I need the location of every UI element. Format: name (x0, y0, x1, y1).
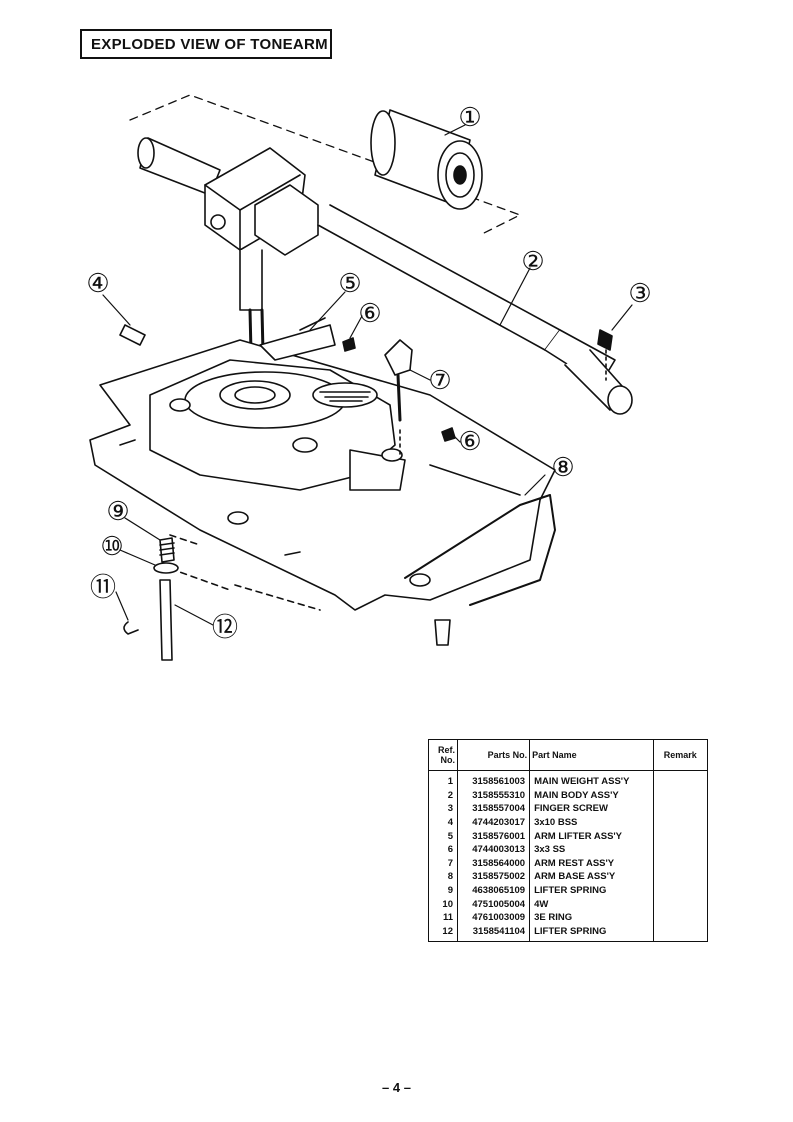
page-number: – 4 – (382, 1080, 411, 1095)
ref-cell: 2 (428, 788, 458, 803)
lifter-pin-part (159, 579, 173, 661)
callout-11: ⑪ (90, 572, 116, 602)
screw-4 (119, 324, 146, 346)
ref-cell: 1 (428, 770, 458, 789)
remark-cell (652, 770, 709, 789)
ref-cell: 11 (428, 910, 458, 925)
remark-cell (652, 910, 709, 925)
page-title: EXPLODED VIEW OF TONEARM (80, 29, 332, 59)
remark-cell (652, 870, 709, 884)
part-name-cell: FINGER SCREW (529, 802, 654, 816)
washer-part (153, 562, 179, 574)
remark-cell (652, 788, 709, 803)
callout-9: ⑨ (106, 496, 129, 526)
arm-axis-dashed-line (129, 94, 521, 236)
callout-6b: ⑥ (458, 426, 481, 456)
parts-no-cell: 4751005004 (456, 897, 531, 911)
part-name-cell: ARM LIFTER ASS'Y (529, 829, 654, 843)
part-name-cell: LIFTER SPRING (529, 883, 654, 898)
remark-cell (652, 897, 709, 911)
arm-lifter-part (259, 324, 336, 361)
remark-cell (652, 842, 709, 857)
header-part-name: Part Name (529, 739, 654, 771)
remark-cell (652, 924, 709, 943)
ref-cell: 5 (428, 829, 458, 843)
part-name-cell: 4W (529, 897, 654, 911)
screw-6-lower (441, 427, 456, 442)
callout-7: ⑦ (428, 365, 451, 395)
e-ring-part (123, 621, 139, 635)
part-name-cell: ARM BASE ASS'Y (529, 870, 654, 884)
parts-no-cell: 3158564000 (456, 856, 531, 871)
parts-no-cell: 3158575002 (456, 870, 531, 884)
lifter-spring-part (159, 537, 175, 563)
part-name-cell: LIFTER SPRING (529, 924, 654, 943)
remark-cell (652, 856, 709, 871)
parts-no-cell: 3158555310 (456, 788, 531, 803)
arm-rest-part (384, 339, 413, 456)
callout-10: ⑩ (100, 531, 123, 561)
part-name-cell: MAIN BODY ASS'Y (529, 788, 654, 803)
parts-no-cell: 3158557004 (456, 802, 531, 816)
lifter-cam (312, 382, 378, 408)
ref-cell: 3 (428, 802, 458, 816)
base-leg (434, 619, 451, 646)
ref-cell: 4 (428, 815, 458, 830)
pivot-housing-part (204, 147, 319, 256)
remark-cell (652, 829, 709, 843)
exploded-view-drawing: ① ② ③ ④ ⑤ ⑥ ⑥ ⑦ ⑧ ⑨ ⑩ ⑪ ⑫ (86, 94, 652, 661)
ref-cell: 8 (428, 870, 458, 884)
parts-no-cell: 4638065109 (456, 883, 531, 898)
callout-6a: ⑥ (358, 298, 381, 328)
callout-1: ① (458, 102, 481, 132)
parts-no-cell: 4744003013 (456, 842, 531, 857)
ref-cell: 7 (428, 856, 458, 871)
callout-8: ⑧ (551, 452, 574, 482)
part-name-cell: 3E RING (529, 910, 654, 925)
ref-cell: 6 (428, 842, 458, 857)
remark-cell (652, 815, 709, 830)
screw-6-upper (342, 337, 356, 352)
parts-no-cell: 3158576001 (456, 829, 531, 843)
header-ref-no: Ref. No. (428, 739, 458, 771)
header-remark: Remark (652, 739, 709, 771)
part-name-cell: 3x10 BSS (529, 815, 654, 830)
callout-12: ⑫ (212, 612, 238, 642)
callout-4: ④ (86, 268, 109, 298)
arm-rest-wire (404, 494, 556, 606)
ref-cell: 12 (428, 924, 458, 943)
arm-tube-part (317, 204, 633, 415)
parts-no-cell: 3158561003 (456, 770, 531, 789)
parts-no-cell: 4761003009 (456, 910, 531, 925)
header-parts-no: Parts No. (456, 739, 531, 771)
callout-2: ② (521, 246, 544, 276)
callout-5: ⑤ (338, 268, 361, 298)
callout-3: ③ (628, 278, 651, 308)
remark-cell (652, 883, 709, 898)
ref-cell: 9 (428, 883, 458, 898)
part-name-cell: ARM REST ASS'Y (529, 856, 654, 871)
finger-screw-3 (597, 329, 613, 351)
parts-no-cell: 3158541104 (456, 924, 531, 943)
remark-cell (652, 802, 709, 816)
part-name-cell: 3x3 SS (529, 842, 654, 857)
pivot-shaft (239, 249, 263, 311)
parts-no-cell: 4744203017 (456, 815, 531, 830)
ref-cell: 10 (428, 897, 458, 911)
part-name-cell: MAIN WEIGHT ASS'Y (529, 770, 654, 789)
